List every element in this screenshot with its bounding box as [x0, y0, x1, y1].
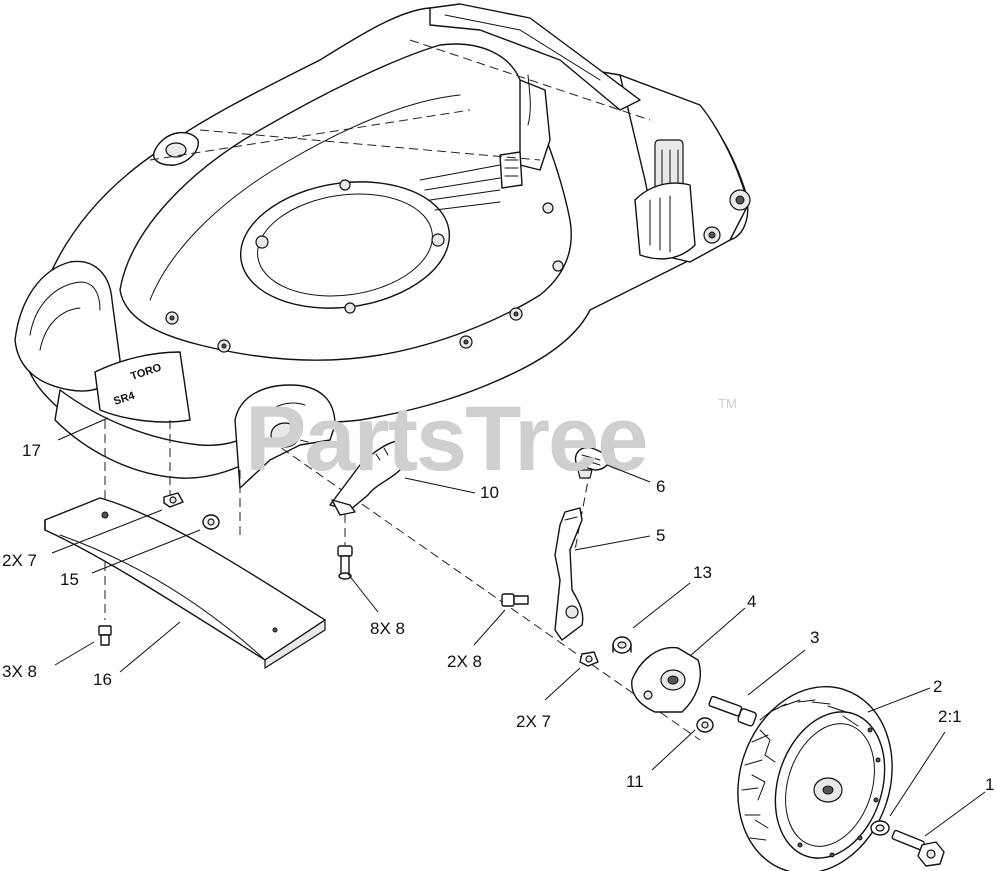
wheel-shoulder-bolt[interactable]: [708, 695, 757, 727]
baffle[interactable]: [329, 439, 406, 516]
nut-left[interactable]: [163, 492, 184, 508]
leader-lines: [51, 417, 986, 837]
callout-2x7-left: 2X 7: [2, 551, 37, 570]
callout-5: 5: [656, 526, 665, 545]
callout-1: 1: [985, 775, 994, 794]
bolt-3x8[interactable]: [98, 625, 112, 646]
bolt-2x8[interactable]: [501, 593, 529, 607]
skid-plate[interactable]: [44, 497, 326, 670]
callout-2x8: 2X 8: [447, 652, 482, 671]
mower-deck[interactable]: TORO SR4: [14, 3, 751, 489]
wheel-bolt[interactable]: [891, 829, 945, 867]
callout-8x8: 8X 8: [370, 619, 405, 638]
callout-11: 11: [626, 772, 644, 791]
callout-2x7-right: 2X 7: [516, 712, 551, 731]
callout-15: 15: [60, 570, 79, 589]
washer-right[interactable]: [696, 717, 714, 733]
callout-labels: 17 10 6 5 2X 7 15 8X 8 3X 8 16 13 4 3 2X…: [2, 441, 994, 794]
wheel-bushing[interactable]: [870, 820, 890, 836]
callout-2: 2: [933, 677, 942, 696]
callout-3: 3: [810, 628, 819, 647]
wheel[interactable]: [714, 666, 915, 871]
callout-16: 16: [93, 670, 112, 689]
washer-left[interactable]: [202, 514, 220, 530]
callout-2-1: 2:1: [938, 707, 962, 726]
height-lever[interactable]: [554, 507, 584, 641]
height-adjust-knob[interactable]: [574, 446, 610, 479]
watermark-trademark: TM: [718, 396, 737, 411]
spacer[interactable]: [612, 636, 632, 654]
wheel-height-bracket[interactable]: [631, 646, 701, 713]
callout-6: 6: [656, 477, 665, 496]
callout-4: 4: [747, 592, 756, 611]
callout-3x8: 3X 8: [2, 662, 37, 681]
bolt-8x8[interactable]: [337, 545, 353, 580]
callout-10: 10: [480, 483, 499, 502]
callout-13: 13: [693, 563, 712, 582]
nut-right[interactable]: [579, 651, 599, 667]
watermark: PartsTree: [245, 388, 646, 490]
callout-17: 17: [22, 441, 41, 460]
